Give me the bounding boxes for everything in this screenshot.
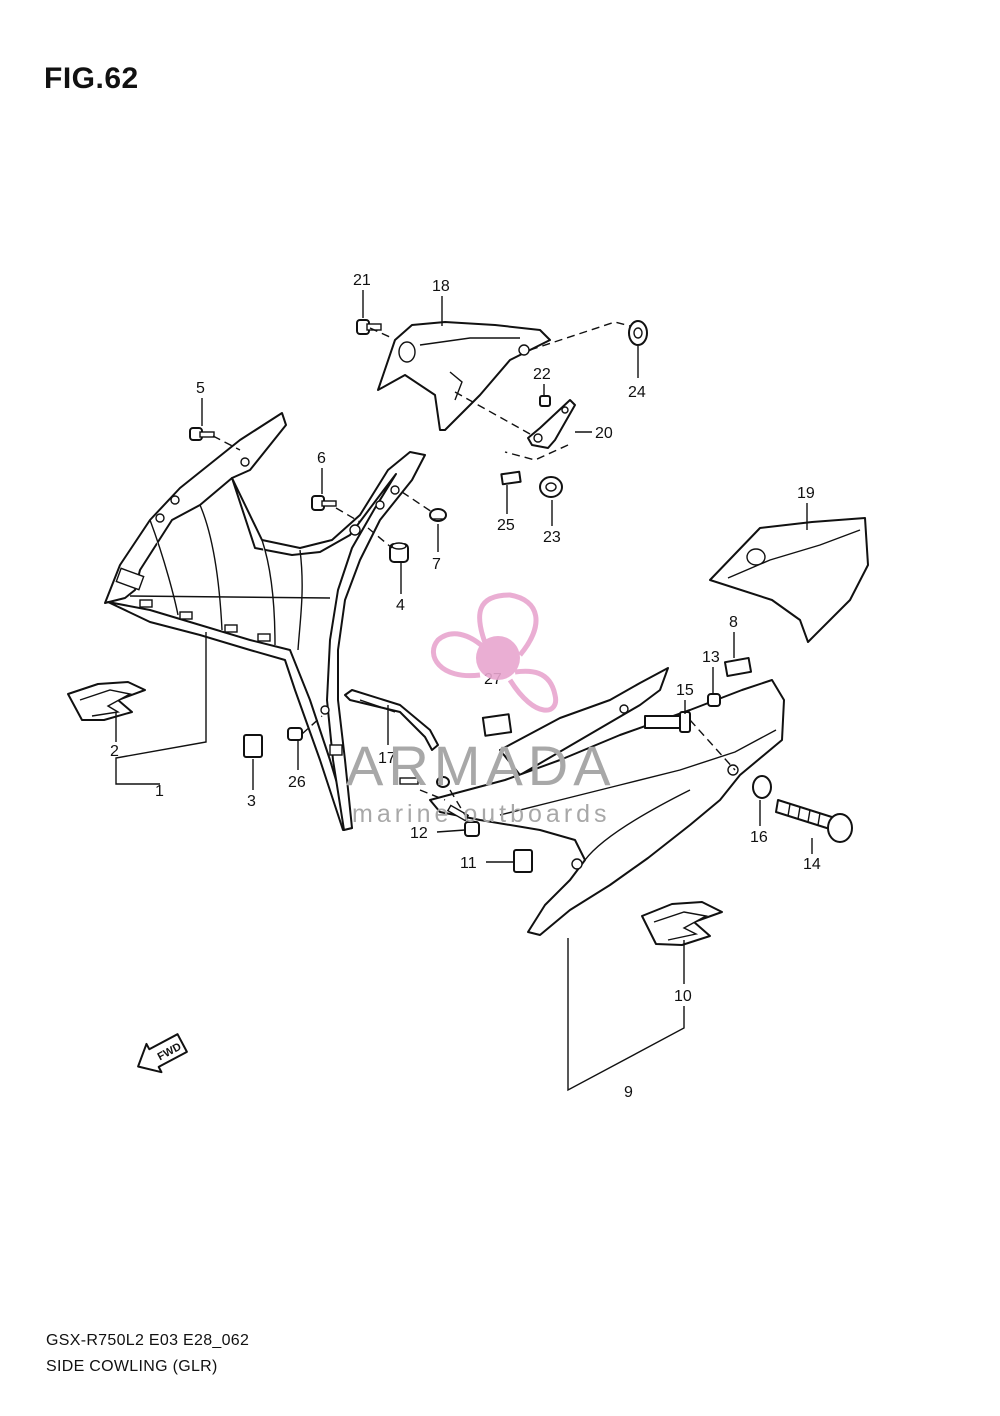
callout-3: 3 — [247, 793, 256, 810]
leader-lines — [115, 290, 813, 1092]
callout-10: 10 — [674, 988, 692, 1005]
grommet-part — [628, 320, 648, 346]
callout-9: 9 — [624, 1084, 633, 1101]
callout-14: 14 — [803, 856, 821, 873]
callout-6: 6 — [317, 450, 326, 467]
brace-part — [344, 689, 439, 751]
nut-part — [243, 734, 263, 758]
bracket-part — [527, 399, 576, 449]
figure-caption: SIDE COWLING (GLR) — [46, 1358, 218, 1375]
watermark-tagline: marine outboards — [352, 800, 611, 828]
callout-7: 7 — [432, 556, 441, 573]
callout-23: 23 — [543, 529, 561, 546]
callout-25: 25 — [497, 517, 515, 534]
pad-part — [481, 713, 513, 737]
watermark-logo — [431, 592, 559, 713]
clip-part — [429, 508, 447, 522]
nut-part — [513, 849, 533, 873]
bolt-part — [775, 799, 853, 843]
callout-17: 17 — [378, 750, 396, 767]
callout-15: 15 — [676, 682, 694, 699]
screw-part — [311, 495, 337, 511]
callout-8: 8 — [729, 614, 738, 631]
callout-labels: 1 2 3 4 5 6 7 8 9 10 11 12 13 14 15 16 1… — [110, 272, 821, 1101]
callout-26: 26 — [288, 774, 306, 791]
callout-20: 20 — [595, 425, 613, 442]
inner-cover-part — [377, 321, 551, 431]
callout-22: 22 — [533, 366, 551, 383]
callout-21: 21 — [353, 272, 371, 289]
callout-11: 11 — [460, 855, 477, 872]
callout-19: 19 — [797, 485, 815, 502]
side-cowl-part — [429, 667, 785, 936]
model-code: GSX-R750L2 E03 E28_062 — [46, 1332, 250, 1349]
callout-16: 16 — [750, 829, 768, 846]
callout-5: 5 — [196, 380, 205, 397]
screw-part — [539, 395, 551, 407]
callout-2: 2 — [110, 743, 119, 760]
pad-part — [500, 470, 522, 486]
callout-12: 12 — [410, 825, 428, 842]
watermark-brand: ARMADA — [346, 734, 616, 797]
callout-18: 18 — [432, 278, 450, 295]
emblem-right-part — [641, 901, 723, 946]
front-cowl-part — [104, 412, 426, 831]
callout-13: 13 — [702, 649, 720, 666]
side-scoop-part — [709, 517, 869, 643]
screw-part — [287, 727, 303, 741]
figure-title: FIG.62 — [44, 62, 139, 95]
screw-part — [189, 427, 215, 441]
callout-1: 1 — [155, 783, 164, 800]
screw-part — [356, 319, 382, 335]
callout-4: 4 — [396, 597, 405, 614]
grommet-part — [389, 542, 409, 563]
washer-part — [752, 775, 772, 799]
grommet-part — [539, 476, 563, 498]
callout-24: 24 — [628, 384, 646, 401]
pad-part — [723, 657, 753, 677]
clip-part — [399, 776, 450, 788]
nut-part — [707, 693, 721, 707]
forward-direction-arrow: FWD — [137, 1033, 188, 1074]
emblem-left-part — [67, 681, 146, 721]
bolt-part — [644, 711, 691, 733]
